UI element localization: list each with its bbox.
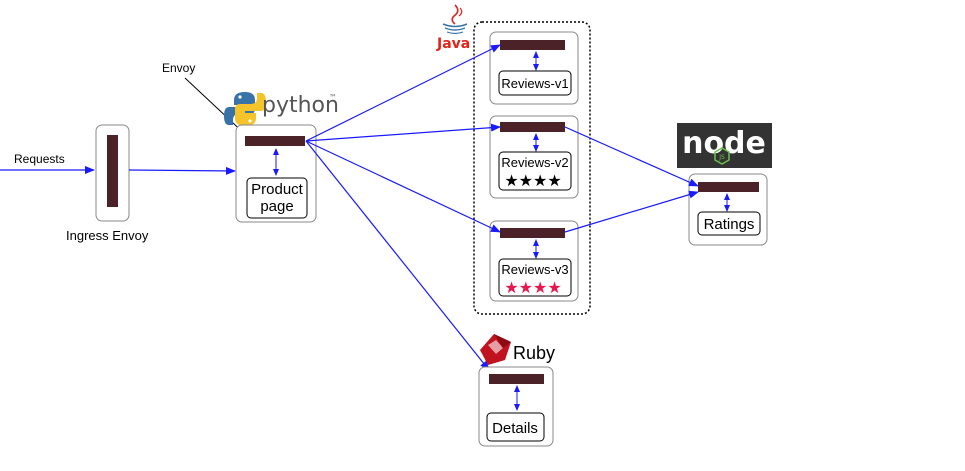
reviews-group-boundary	[473, 21, 591, 315]
reviews-v2-to-ratings-arrow	[564, 126, 699, 187]
reviews-v2-label: Reviews-v2	[501, 155, 568, 170]
reviews-v2-service-node: Reviews-v2 ★★★★	[489, 115, 579, 199]
reviews-v3-red-stars: ★★★★	[504, 278, 561, 297]
ingress-envoy-label: Ingress Envoy	[66, 228, 149, 243]
ingress-sidecar-bar	[107, 135, 118, 207]
productpage-sidecar-bar	[245, 136, 305, 146]
reviews-v1-label: Reviews-v1	[501, 76, 568, 91]
productpage-to-reviews-v2-arrow	[305, 123, 501, 142]
reviews-v3-to-ratings-arrow	[564, 190, 699, 233]
ratings-sidecar-bar	[698, 182, 759, 192]
reviews-v2-sidecar-bar	[500, 122, 565, 132]
ingress-to-productpage-arrow	[128, 166, 236, 175]
python-tm-mark: ™	[329, 93, 337, 102]
details-service-node: Details	[478, 366, 554, 447]
nodejs-logo-text: node	[682, 126, 766, 161]
reviews-v3-sidecar-bar	[500, 228, 565, 238]
reviews-v2-black-stars: ★★★★	[504, 171, 561, 190]
productpage-to-details-arrow	[305, 140, 490, 371]
reviews-v1-sidecar-bar	[500, 40, 565, 50]
java-logo-icon	[442, 4, 468, 35]
ingress-envoy-node	[95, 124, 130, 222]
reviews-v3-label: Reviews-v3	[501, 262, 568, 277]
productpage-service-node: Product page	[235, 124, 317, 223]
reviews-v1-service-node: Reviews-v1	[489, 31, 579, 105]
python-logo-text: python	[262, 93, 339, 118]
reviews-v3-service-node: Reviews-v3 ★★★★	[489, 220, 579, 302]
nodejs-logo-icon: node JS	[677, 123, 772, 168]
details-label: Details	[492, 420, 538, 437]
ratings-label: Ratings	[704, 216, 755, 233]
productpage-label-line2: page	[260, 198, 293, 215]
ruby-logo-text: Ruby	[513, 343, 555, 363]
productpage-label-line1: Product	[251, 181, 304, 198]
ratings-service-node: Ratings	[688, 173, 768, 246]
envoy-label: Envoy	[162, 61, 195, 75]
ruby-logo-icon	[480, 334, 511, 365]
requests-label: Requests	[14, 152, 65, 166]
java-logo-text: Java	[436, 36, 470, 52]
nodejs-js-mark: JS	[718, 154, 725, 161]
productpage-to-reviews-v1-arrow	[305, 44, 501, 142]
python-logo-icon	[224, 92, 266, 126]
details-sidecar-bar	[489, 374, 544, 384]
productpage-to-reviews-v3-arrow	[305, 140, 501, 233]
